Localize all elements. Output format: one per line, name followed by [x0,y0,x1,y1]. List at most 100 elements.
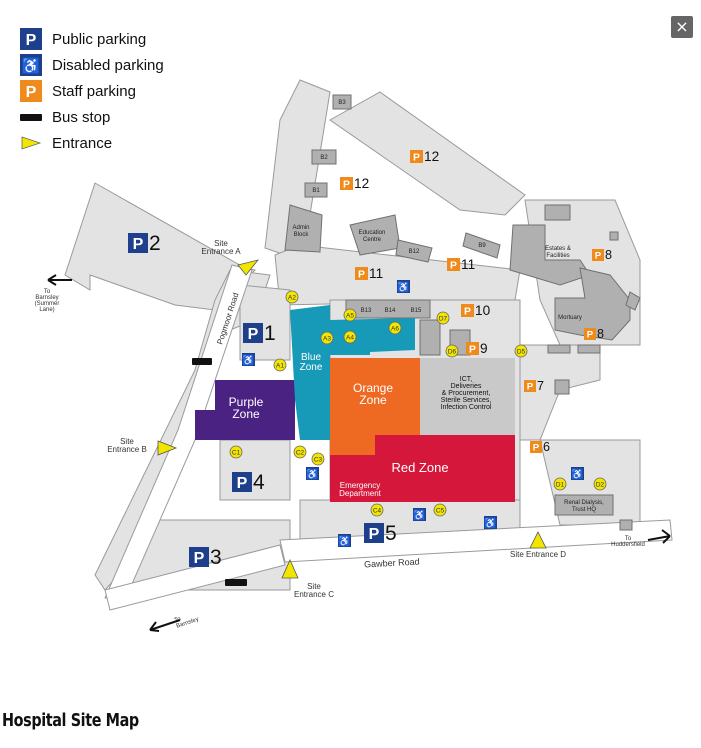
entrance-marker-c5[interactable]: C5 [433,503,447,517]
svg-text:12: 12 [354,176,369,191]
svg-text:P: P [464,306,471,317]
b2-label: B2 [320,155,328,161]
svg-text:P: P [413,152,420,163]
svg-text:7: 7 [537,379,544,393]
entrance-marker-c2[interactable]: C2 [293,445,307,459]
legend-label: Entrance [52,134,113,152]
disabled-parking-icon: ♿ [306,467,319,481]
entrance-marker-a5[interactable]: A5 [343,308,357,322]
legend-disabled-parking: ♿ Disabled parking [20,52,164,78]
entrance-marker-c3[interactable]: C3 [311,452,325,466]
entrance-marker-c1[interactable]: C1 [229,445,243,459]
legend-label: Disabled parking [52,56,164,74]
svg-text:C2: C2 [296,450,305,457]
entrance-marker-a2[interactable]: A2 [285,290,299,304]
entrance-marker-a6[interactable]: A6 [388,321,402,335]
svg-text:P: P [533,443,540,454]
svg-text:C3: C3 [314,457,323,464]
entrance-marker-d2[interactable]: D2 [593,477,607,491]
road-arrows [47,274,671,632]
staff-parking-marker[interactable]: P 10 [461,303,491,318]
ict-zone[interactable] [420,358,515,435]
svg-text:D1: D1 [556,482,565,489]
entrance-marker-c4[interactable]: C4 [370,503,384,517]
svg-text:D7: D7 [439,316,448,323]
svg-text:A2: A2 [288,295,296,302]
close-button[interactable]: × [671,16,693,38]
buildings [284,94,641,531]
svg-text:A6: A6 [391,326,399,333]
orange-zone[interactable] [330,358,420,455]
svg-text:A3: A3 [323,336,331,343]
svg-text:5: 5 [385,522,397,545]
entrance-marker-d7[interactable]: D7 [436,311,450,325]
svg-text:1: 1 [264,322,276,345]
entrance-marker-d6[interactable]: D6 [445,344,459,358]
svg-text:P: P [237,475,248,492]
site-entrance-d-label: Site Entrance D [510,550,566,559]
svg-text:P: P [26,32,37,49]
disabled-parking-icon: ♿ [338,534,351,548]
svg-text:P: P [343,179,350,190]
svg-text:10: 10 [475,303,491,318]
disabled-parking-icon: ♿ [571,467,584,481]
b1-label: B1 [312,188,320,194]
purple-zone[interactable] [195,380,295,440]
entrance-marker-d5[interactable]: D5 [514,344,528,358]
svg-text:D6: D6 [448,349,457,356]
b3-label: B3 [338,100,346,106]
legend: P Public parking ♿ Disabled parking P St… [20,26,164,156]
disabled-layer: ♿♿♿♿♿♿♿ [242,280,584,548]
entrance-marker-a3[interactable]: A3 [320,331,334,345]
svg-text:A5: A5 [346,313,354,320]
svg-text:9: 9 [480,341,488,356]
red-zone[interactable] [330,435,515,502]
staff-parking-marker[interactable]: P 12 [340,176,369,191]
entrance-marker-d1[interactable]: D1 [553,477,567,491]
svg-text:♿: ♿ [413,509,425,522]
svg-text:♿: ♿ [571,468,583,481]
svg-text:P: P [527,382,534,393]
svg-text:2: 2 [149,232,161,255]
svg-text:12: 12 [424,149,439,164]
legend-bus-stop: Bus stop [20,104,164,130]
svg-text:P: P [248,326,259,343]
legend-label: Bus stop [52,108,111,126]
svg-text:P: P [133,236,144,253]
b15-label: B15 [411,308,422,314]
entrance-marker-a1[interactable]: A1 [273,358,287,372]
estates-label: Estates &Facilities [545,246,571,259]
svg-text:11: 11 [461,257,475,272]
svg-text:A1: A1 [276,363,284,370]
legend-entrance: Entrance [20,130,164,156]
map-caption: Hospital Site Map [2,710,139,731]
entrance-marker-a4[interactable]: A4 [343,330,357,344]
red-zone-label: Red Zone [391,460,448,475]
staff-parking-marker[interactable]: P 12 [410,149,439,164]
disabled-parking-icon: ♿ [20,54,42,76]
svg-text:8: 8 [605,248,612,262]
bus-stop-icon [20,106,42,128]
public-parking-icon: P [20,28,42,50]
